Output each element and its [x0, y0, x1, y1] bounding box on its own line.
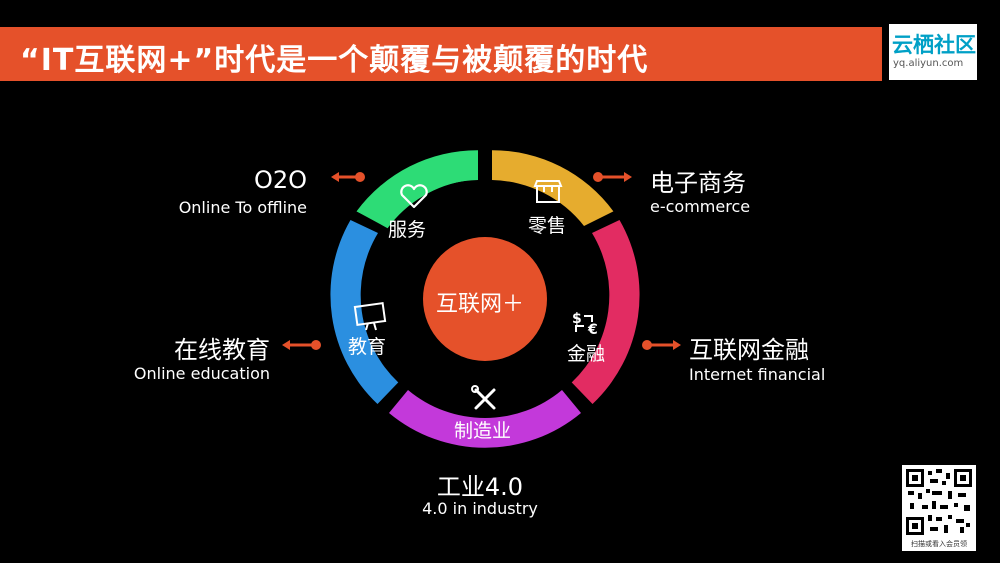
page-title: “IT互联网+”时代是一个颠覆与被颠覆的时代 [20, 43, 649, 78]
title-bar [0, 27, 882, 81]
logo-name: 云栖社区 [892, 33, 976, 57]
industry-title: 工业4.0 [436, 473, 524, 501]
segment-label-education: 教育 [348, 336, 387, 358]
segment-label-retail: 零售 [528, 215, 567, 237]
store-icon [533, 180, 563, 203]
segment-label-finance: 金融 [567, 343, 606, 365]
finance-subtitle: Internet financial [689, 365, 826, 384]
arrow-education [282, 340, 321, 350]
blackboard-icon [353, 302, 387, 331]
segment-education [330, 220, 399, 404]
industry-subtitle: 4.0 in industry [422, 499, 538, 518]
education-title: 在线教育 [174, 336, 270, 364]
logo-url: yq.aliyun.com [893, 58, 964, 69]
arrow-finance [642, 340, 681, 350]
arrow-ecommerce [593, 172, 632, 182]
svg-text:€: € [587, 322, 598, 338]
qr-pattern [906, 469, 972, 535]
segment-label-manufacturing: 制造业 [454, 420, 512, 442]
center-circle [423, 237, 547, 361]
segment-label-service: 服务 [388, 219, 427, 241]
heart-icon [400, 184, 428, 209]
o2o-title: O2O [253, 166, 307, 194]
education-subtitle: Online education [133, 364, 270, 383]
segment-manufacturing [389, 390, 581, 448]
o2o-subtitle: Online To offline [178, 198, 307, 217]
qr-code: 扫描或看入会员领 [902, 465, 976, 551]
tools-icon [471, 385, 496, 410]
qr-caption: 扫描或看入会员领 [911, 540, 967, 548]
arrow-o2o [331, 172, 365, 182]
ecommerce-title: 电子商务 [650, 169, 746, 197]
svg-text:$: $ [572, 311, 582, 327]
currency-exchange-icon: $ € [572, 311, 598, 338]
finance-title: 互联网金融 [689, 336, 809, 364]
segment-finance [571, 220, 640, 404]
center-label: 互联网＋ [436, 292, 525, 317]
logo: 云栖社区 yq.aliyun.com [889, 24, 977, 80]
ecommerce-subtitle: e-commerce [650, 197, 751, 216]
segment-service-fill [356, 150, 478, 226]
